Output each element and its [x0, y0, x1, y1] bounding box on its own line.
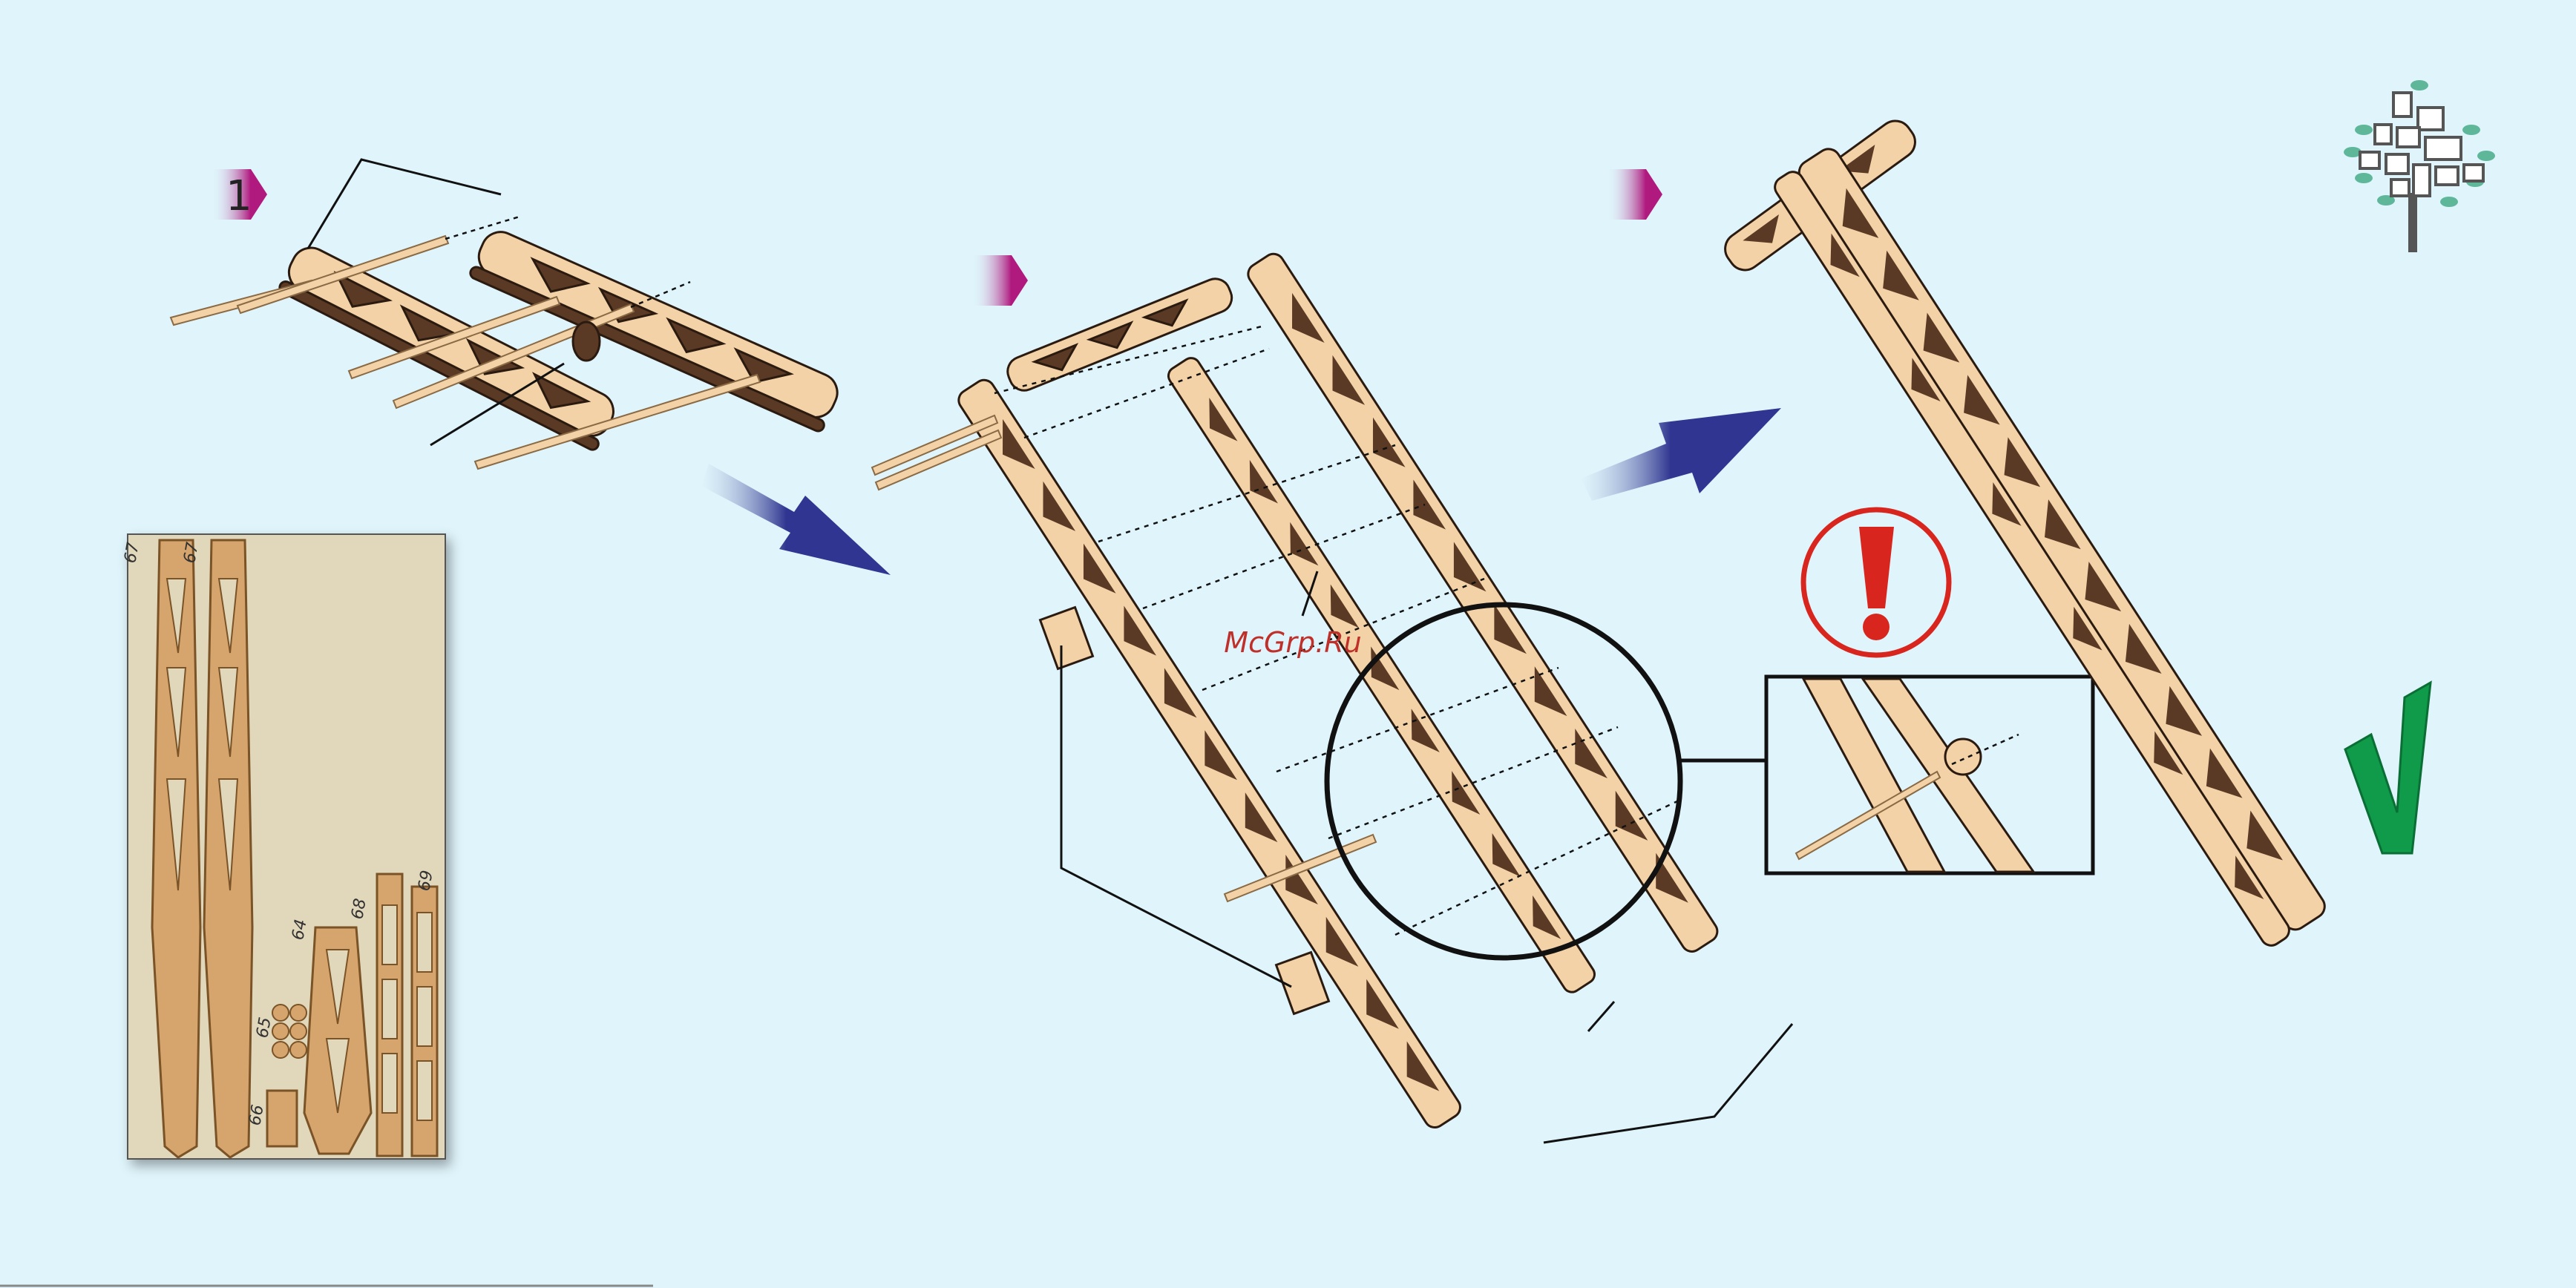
arrow-to-step-2: [701, 464, 891, 575]
watermark: McGrp.Ru: [1224, 626, 1361, 659]
part-label-67a: 67: [121, 541, 142, 565]
part-label-69: 69: [415, 869, 436, 893]
part-label-66: 66: [246, 1103, 267, 1127]
exclamation-icon: [1803, 510, 1949, 655]
part-label-64: 64: [289, 918, 310, 942]
step-2-marker: [972, 255, 1028, 306]
spacer-wheel: [573, 322, 600, 361]
step-1-number: 1: [226, 172, 252, 220]
checkmark-icon: [2345, 683, 2431, 853]
clip-top: [1040, 608, 1093, 669]
parts-sheet: 67 67 64 68 69 65 66: [121, 534, 445, 1159]
part-66: [267, 1091, 297, 1146]
step-2-frame-assembly: [872, 250, 1721, 1131]
step-1-crossbar-assembly: [171, 160, 843, 469]
part-label-67b: 67: [180, 541, 202, 565]
photo-tree-logo: [2344, 80, 2495, 252]
arrow-to-step-3: [1581, 408, 1781, 501]
detail-inset: [1766, 677, 2093, 873]
part-label-65: 65: [253, 1016, 275, 1039]
part-label-68: 68: [348, 897, 370, 921]
step-3-marker: [1607, 169, 1662, 220]
step-1-marker: 1: [212, 169, 267, 220]
